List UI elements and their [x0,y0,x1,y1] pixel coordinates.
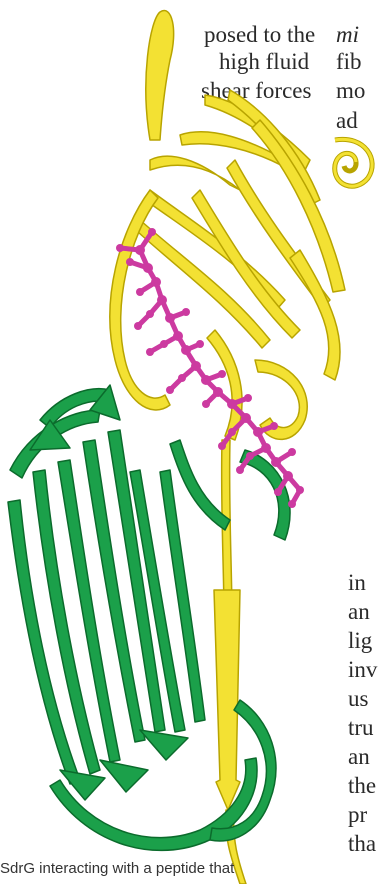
figure-caption: SdrG interacting with a peptide that [0,860,234,877]
yellow-domain [110,11,372,884]
